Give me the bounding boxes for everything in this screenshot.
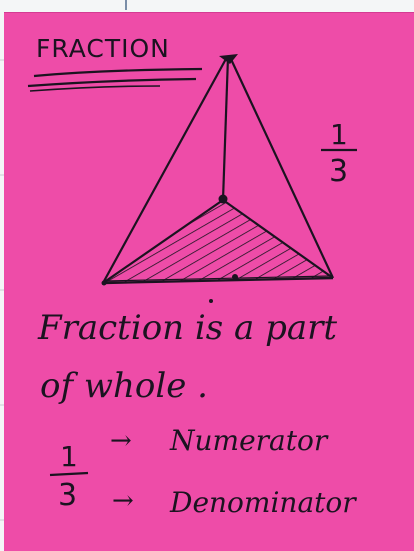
shaded-base-triangle <box>103 200 333 283</box>
legend-denominator-value: 3 <box>58 478 77 513</box>
legend-numerator-value: 1 <box>60 440 78 473</box>
numerator-arrow-icon: → <box>110 426 132 456</box>
title-underline <box>28 69 202 91</box>
side-fraction-denominator: 3 <box>329 154 348 189</box>
definition-line-1: Fraction is a part <box>38 308 337 348</box>
denominator-arrow-icon: → <box>112 486 134 516</box>
legend-fraction-bar <box>50 473 88 475</box>
side-fraction-numerator: 1 <box>330 118 348 151</box>
definition-underline <box>209 299 213 303</box>
denominator-label: Denominator <box>170 486 356 519</box>
numerator-label: Numerator <box>170 424 327 457</box>
definition-line-2: of whole . <box>40 366 208 406</box>
